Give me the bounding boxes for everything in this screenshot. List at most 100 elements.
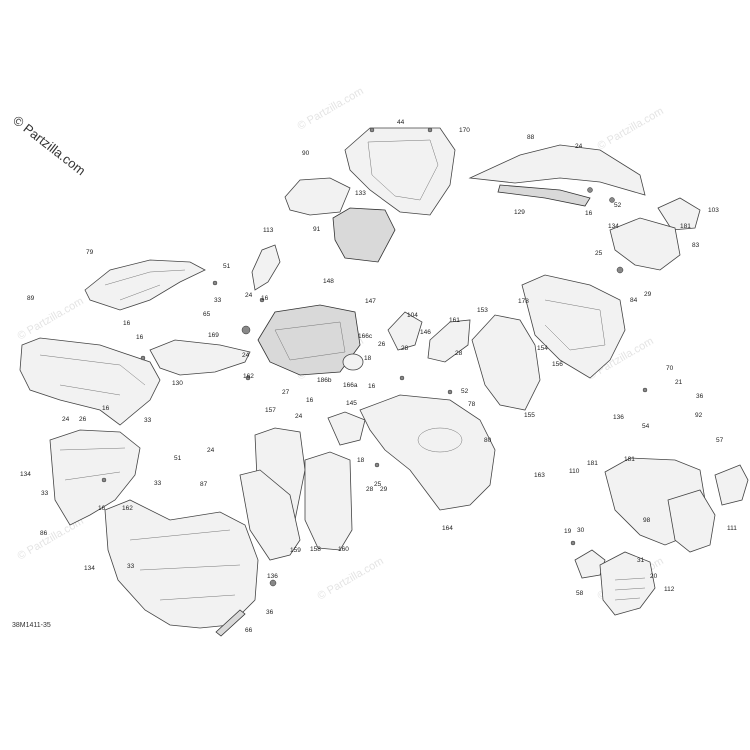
- callout-113: 113: [263, 227, 274, 234]
- fastener: [374, 462, 380, 468]
- callout-51: 51: [174, 455, 182, 462]
- part-133: [332, 207, 396, 263]
- fastener: [369, 127, 375, 133]
- callout-181: 181: [680, 223, 691, 230]
- callout-29: 29: [380, 486, 388, 493]
- callout-186b: 186b: [317, 377, 332, 384]
- callout-162: 162: [243, 373, 254, 380]
- callout-33: 33: [214, 297, 222, 304]
- callout-134: 134: [608, 223, 619, 230]
- callout-52: 52: [461, 388, 469, 395]
- callout-83: 83: [692, 242, 700, 249]
- callout-28: 28: [455, 350, 463, 357]
- callout-169: 169: [208, 332, 219, 339]
- callout-24: 24: [295, 413, 303, 420]
- callout-36: 36: [696, 393, 704, 400]
- callout-89: 89: [27, 295, 35, 302]
- watermark: © Partzilla.com: [296, 85, 366, 132]
- fastener: [140, 355, 146, 361]
- callout-25: 25: [595, 250, 603, 257]
- callout-44: 44: [397, 119, 405, 126]
- fastener: [427, 127, 433, 133]
- callout-104: 104: [407, 312, 418, 319]
- callout-29: 29: [644, 291, 652, 298]
- fastener: [447, 389, 453, 395]
- fastener: [212, 280, 218, 286]
- fastener: [642, 387, 648, 393]
- part-130: [149, 339, 251, 376]
- part-129: [497, 184, 591, 207]
- fastener: [570, 540, 576, 546]
- callout-157: 157: [265, 407, 276, 414]
- callout-24: 24: [242, 352, 250, 359]
- part-83: [609, 217, 681, 271]
- callout-110: 110: [569, 468, 580, 475]
- fastener: [101, 477, 107, 483]
- callout-160: 160: [338, 546, 349, 553]
- callout-16: 16: [368, 383, 376, 390]
- callout-178: 178: [518, 298, 529, 305]
- callout-161: 161: [449, 317, 460, 324]
- part-57: [714, 464, 749, 506]
- callout-153: 153: [477, 307, 488, 314]
- callout-170: 170: [459, 127, 470, 134]
- fastener-layer: [101, 127, 648, 587]
- callout-91: 91: [313, 226, 321, 233]
- callout-130: 130: [172, 380, 183, 387]
- part-104: [387, 311, 423, 351]
- part-158: [239, 469, 301, 561]
- part-160: [304, 451, 353, 551]
- callout-36: 36: [266, 609, 274, 616]
- callout-155: 155: [524, 412, 535, 419]
- callout-129: 129: [514, 209, 525, 216]
- callout-145: 145: [346, 400, 357, 407]
- callout-162: 162: [122, 505, 133, 512]
- callout-26: 26: [378, 341, 386, 348]
- callout-52: 52: [614, 202, 622, 209]
- callout-66: 66: [245, 627, 253, 634]
- callout-70: 70: [666, 365, 674, 372]
- callout-16: 16: [585, 210, 593, 217]
- watermark: © Partzilla.com: [16, 295, 86, 342]
- callout-33: 33: [127, 563, 135, 570]
- callout-33: 33: [41, 490, 49, 497]
- fastener: [587, 187, 593, 193]
- part-80: [359, 394, 496, 511]
- callout-147: 147: [365, 298, 376, 305]
- fastener: [616, 266, 624, 274]
- callout-146: 146: [420, 329, 431, 336]
- callout-54: 54: [642, 423, 650, 430]
- callout-84: 84: [630, 297, 638, 304]
- callout-58: 58: [576, 590, 584, 597]
- callout-164: 164: [442, 525, 453, 532]
- callout-159: 159: [290, 547, 301, 554]
- diagram-code: 38M1411-35: [12, 622, 51, 629]
- fastener: [245, 375, 251, 381]
- callout-26: 26: [79, 416, 87, 423]
- callout-103: 103: [708, 207, 719, 214]
- callout-16: 16: [136, 334, 144, 341]
- callout-112: 112: [664, 586, 675, 593]
- callout-92: 92: [695, 412, 703, 419]
- callout-24: 24: [207, 447, 215, 454]
- callout-166a: 166a: [343, 382, 358, 389]
- callout-111: 111: [727, 525, 737, 532]
- callout-79: 79: [86, 249, 94, 256]
- callout-16: 16: [98, 505, 106, 512]
- part-88: [468, 144, 646, 196]
- callout-24: 24: [575, 143, 583, 150]
- callout-57: 57: [716, 437, 724, 444]
- parts-layer: [19, 127, 749, 637]
- callout-16: 16: [123, 320, 131, 327]
- watermark: © Partzilla.com: [316, 555, 386, 602]
- callout-88: 88: [527, 134, 535, 141]
- part-89: [19, 337, 161, 426]
- callout-30: 30: [577, 527, 585, 534]
- callout-156: 156: [552, 361, 563, 368]
- fastener: [259, 297, 265, 303]
- part-79: [84, 259, 206, 311]
- part-112: [599, 551, 656, 616]
- part-161: [427, 319, 471, 363]
